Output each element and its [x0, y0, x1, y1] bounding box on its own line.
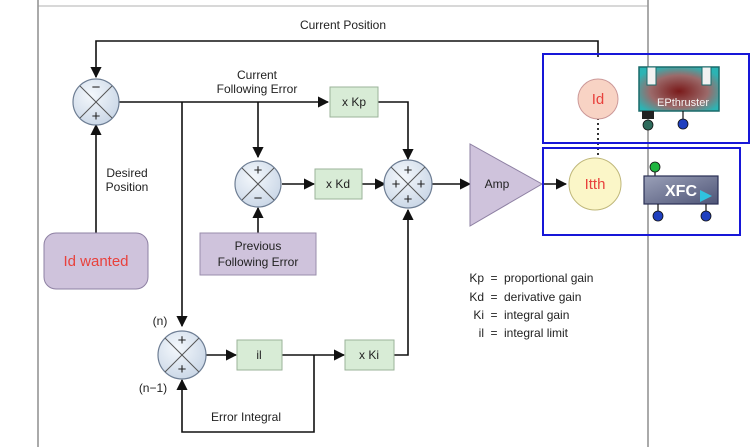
id-panel[interactable]: Id EPthruster [542, 53, 750, 144]
svg-text:=: = [490, 326, 497, 340]
s4-top-sign: + [178, 332, 187, 349]
svg-text:=: = [490, 290, 497, 304]
ki-to-s3-wire [394, 208, 414, 356]
legend-desc: derivative gain [504, 290, 581, 304]
n-minus-1-label: (n−1) [139, 381, 167, 395]
s1-bottom-sign: + [92, 108, 101, 125]
desired-position-line1: Desired [106, 166, 147, 180]
ki-block: x Ki [344, 339, 395, 371]
previous-error-line1: Previous [235, 239, 282, 253]
legend-item: Kp = proportional gain [469, 271, 593, 285]
s3-bottom-sign: + [404, 191, 413, 208]
error-integral-label: Error Integral [211, 410, 281, 424]
summer-s1: − + [72, 78, 120, 126]
kp-block: x Kp [329, 86, 379, 118]
summer-s4: + + [157, 330, 207, 380]
ki-label: x Ki [359, 348, 379, 362]
s3-left-sign: + [392, 176, 401, 193]
legend-desc: integral limit [504, 326, 569, 340]
previous-error-line2: Following Error [218, 255, 299, 269]
legend-abbr: Kd [469, 290, 484, 304]
il-block: il [236, 339, 283, 371]
current-position-label: Current Position [300, 18, 386, 32]
s2-top-sign: + [254, 162, 263, 179]
desired-position-line2: Position [106, 180, 149, 194]
xfc-icon[interactable]: XFC [643, 161, 719, 222]
s3-right-sign: + [417, 176, 426, 193]
legend-desc: proportional gain [504, 271, 593, 285]
current-following-error-line2: Following Error [217, 82, 298, 96]
error-integral-wire [176, 355, 315, 433]
legend-abbr: Ki [473, 308, 484, 322]
legend-item: il = integral limit [479, 326, 569, 340]
svg-text:=: = [490, 308, 497, 322]
id-wanted-block[interactable]: Id wanted [43, 232, 149, 290]
legend-abbr: Kp [469, 271, 484, 285]
kp-to-s3-wire [378, 101, 414, 161]
id-label: Id [592, 91, 605, 108]
kp-label: x Kp [342, 95, 366, 109]
legend-abbr: il [479, 326, 484, 340]
summer-s3: + + + + [383, 159, 433, 209]
xfc-label: XFC [665, 183, 697, 200]
s2-bottom-sign: − [254, 190, 263, 207]
itth-label: Itth [585, 176, 606, 193]
n-label: (n) [153, 314, 168, 328]
svg-text:=: = [490, 271, 497, 285]
s1-top-sign: − [92, 79, 101, 96]
previous-error-block: Previous Following Error [199, 232, 317, 276]
legend-item: Kd = derivative gain [469, 290, 581, 304]
itth-panel[interactable]: Itth XFC [542, 147, 741, 236]
legend-desc: integral gain [504, 308, 569, 322]
feedback-wire [90, 40, 599, 79]
itth-circle[interactable] [568, 157, 622, 211]
kd-block: x Kd [314, 168, 363, 200]
il-label: il [256, 348, 261, 362]
summer-s2: + − [234, 160, 282, 208]
epthruster-label: EPthruster [657, 97, 709, 109]
id-wanted-label: Id wanted [63, 253, 128, 270]
current-following-error-line1: Current [237, 68, 278, 82]
s4-bottom-sign: + [178, 361, 187, 378]
kd-label: x Kd [326, 177, 350, 191]
id-panel-frame [542, 53, 750, 144]
amp-block: Amp [469, 143, 544, 227]
id-circle[interactable] [577, 78, 619, 120]
legend: Kp = proportional gain Kd = derivative g… [469, 271, 593, 340]
amp-label: Amp [485, 177, 510, 191]
itth-panel-frame [542, 147, 741, 236]
epthruster-icon[interactable]: EPthruster [638, 66, 720, 131]
s3-top-sign: + [404, 162, 413, 179]
legend-item: Ki = integral gain [473, 308, 569, 322]
